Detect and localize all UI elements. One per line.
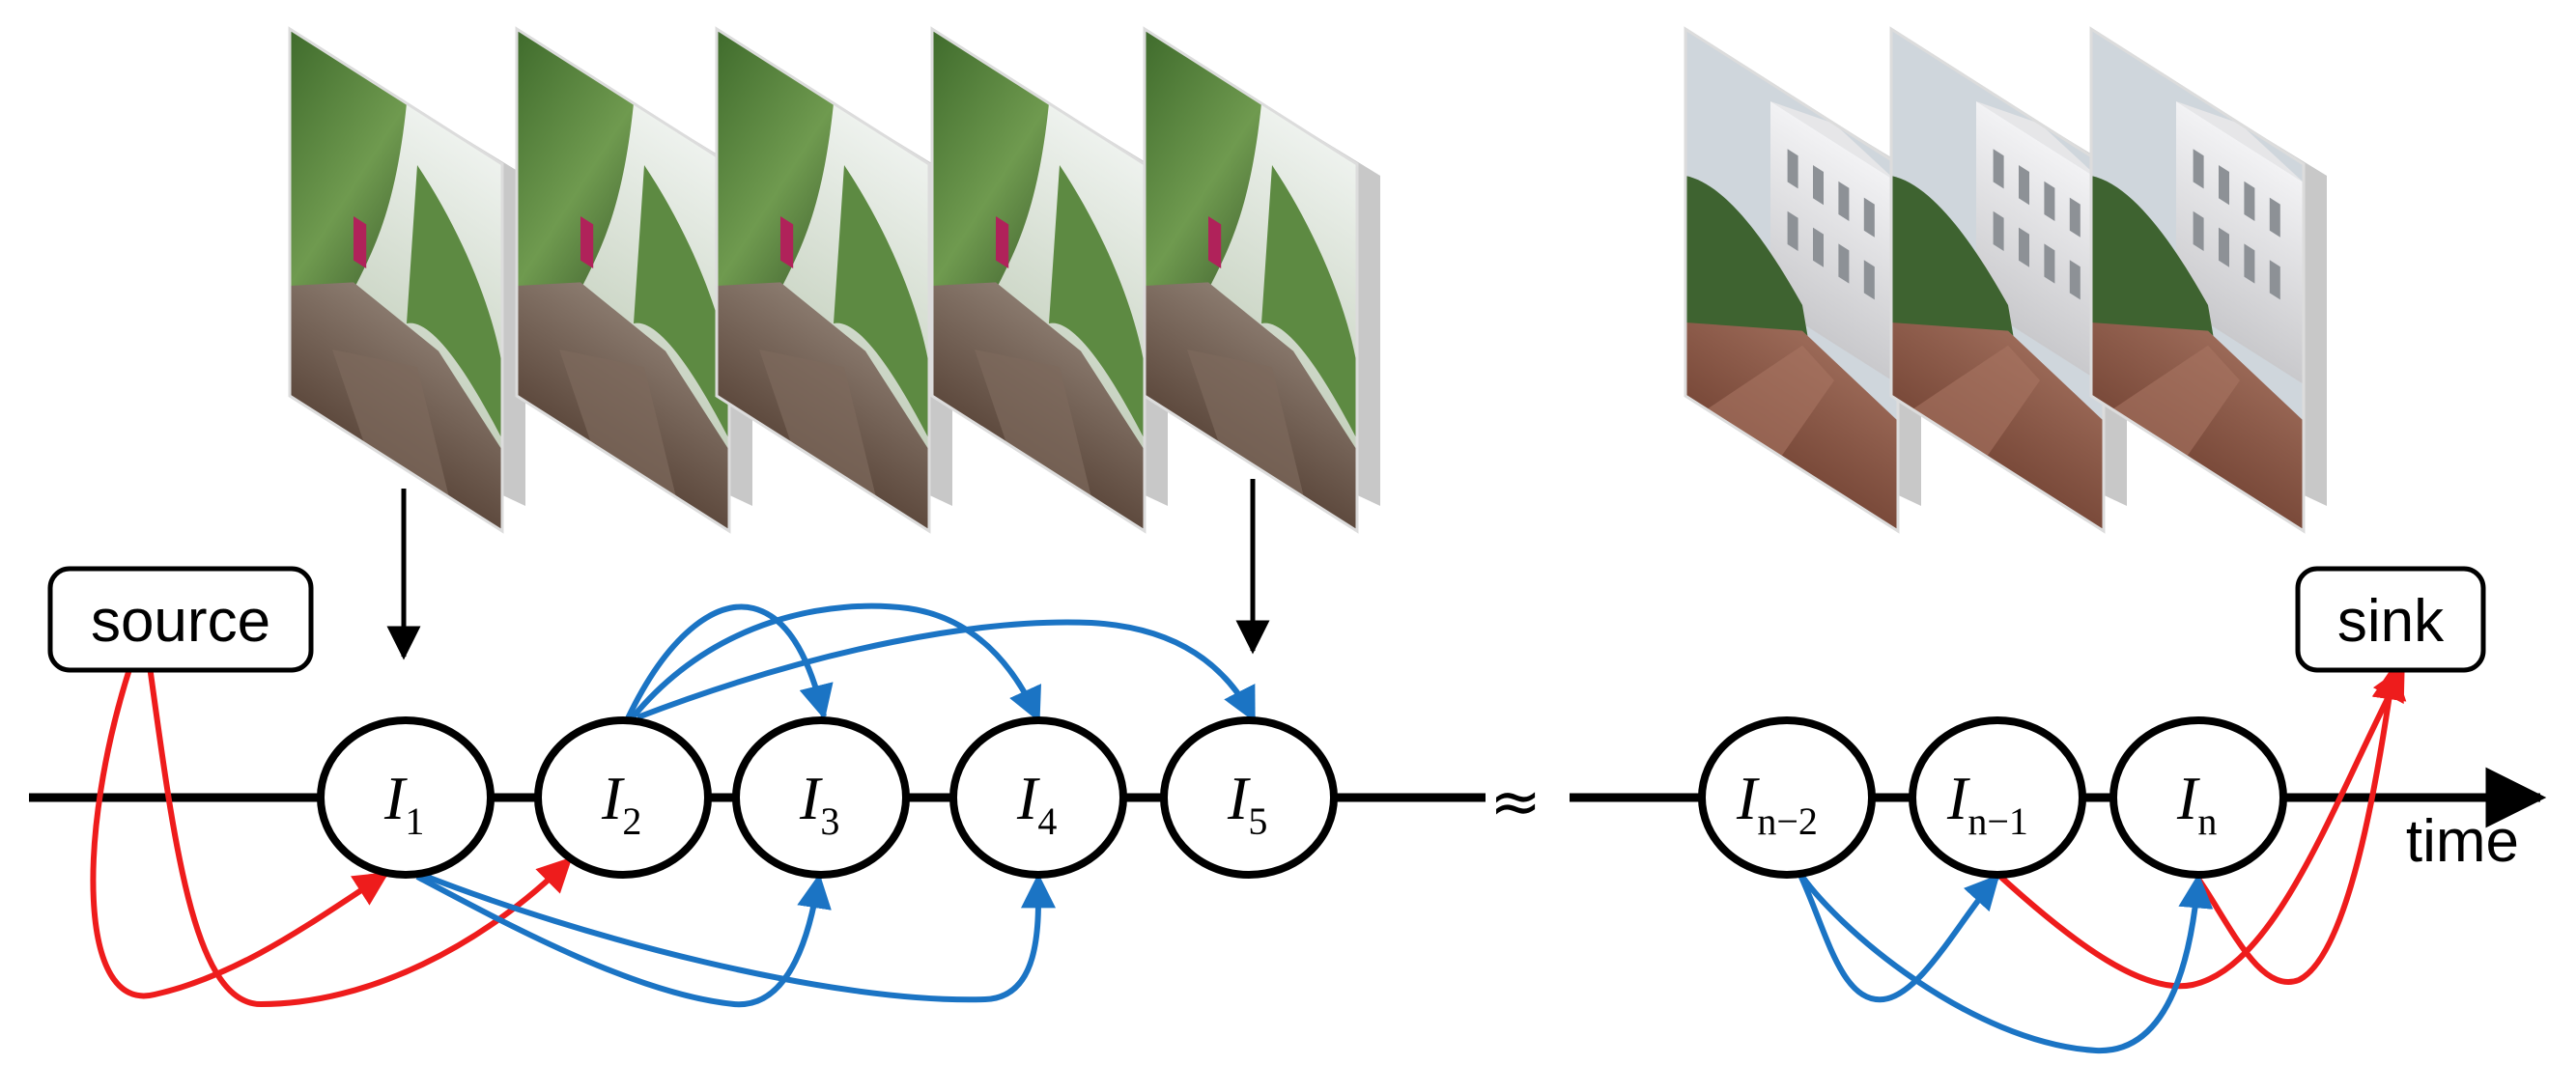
edge-i2-to-i4 — [630, 603, 1041, 723]
frame-3 — [715, 26, 952, 534]
frame-5 — [1143, 26, 1380, 534]
source-label: source — [91, 588, 270, 655]
node-label: I1 — [383, 764, 424, 843]
node-i1: I1 — [317, 716, 495, 879]
node-i5: I5 — [1160, 716, 1338, 879]
node-label: I2 — [601, 764, 641, 843]
node-label: In−1 — [1946, 764, 2028, 843]
timeline-break: ≈ — [1489, 767, 1542, 838]
node-i2: I2 — [534, 716, 712, 879]
edge-in-1-to-sink — [1995, 664, 2406, 990]
blue-edges — [415, 603, 2214, 1054]
node-i4: I4 — [949, 716, 1127, 879]
sink-box: sink — [2295, 566, 2486, 673]
node-i3: I3 — [732, 716, 910, 879]
source-box: source — [47, 566, 314, 673]
edge-in-2-to-in-1 — [1796, 869, 2000, 1003]
sink-label: sink — [2337, 588, 2445, 655]
edge-source-to-i2 — [147, 665, 573, 1008]
frames-right — [1684, 26, 2327, 534]
node-label: I5 — [1227, 764, 1267, 843]
edge-i1-to-i3 — [415, 873, 832, 1008]
node-in-2: In−2 — [1698, 716, 1876, 879]
node-label: In — [2176, 764, 2217, 843]
edge-i2-to-i5 — [636, 619, 1257, 723]
edge-in-2-to-in — [1796, 869, 2214, 1054]
frames-left — [288, 26, 1380, 534]
time-axis-label: time — [2406, 808, 2519, 875]
frame-n — [2089, 26, 2327, 534]
edge-source-to-i1 — [90, 665, 390, 999]
node-label: In−2 — [1736, 764, 1818, 843]
node-in-1: In−1 — [1909, 716, 2086, 879]
edge-i2-to-i3 — [625, 603, 834, 720]
frame-n-1 — [1889, 26, 2127, 534]
frame-to-node-arrows — [386, 479, 1270, 660]
node-in: In — [2109, 716, 2287, 879]
frame-2 — [515, 26, 752, 534]
node-label: I4 — [1016, 764, 1057, 843]
graph-nodes: I1 I2 I3 I4 I5 In−2 In−1 In — [317, 716, 2287, 879]
node-label: I3 — [799, 764, 839, 843]
frame-1 — [288, 26, 525, 534]
edge-in-to-sink — [2195, 664, 2407, 985]
frame-4 — [930, 26, 1168, 534]
edge-i1-to-i4 — [420, 872, 1057, 1003]
frame-n-2 — [1684, 26, 1921, 534]
red-edges — [90, 664, 2407, 1008]
